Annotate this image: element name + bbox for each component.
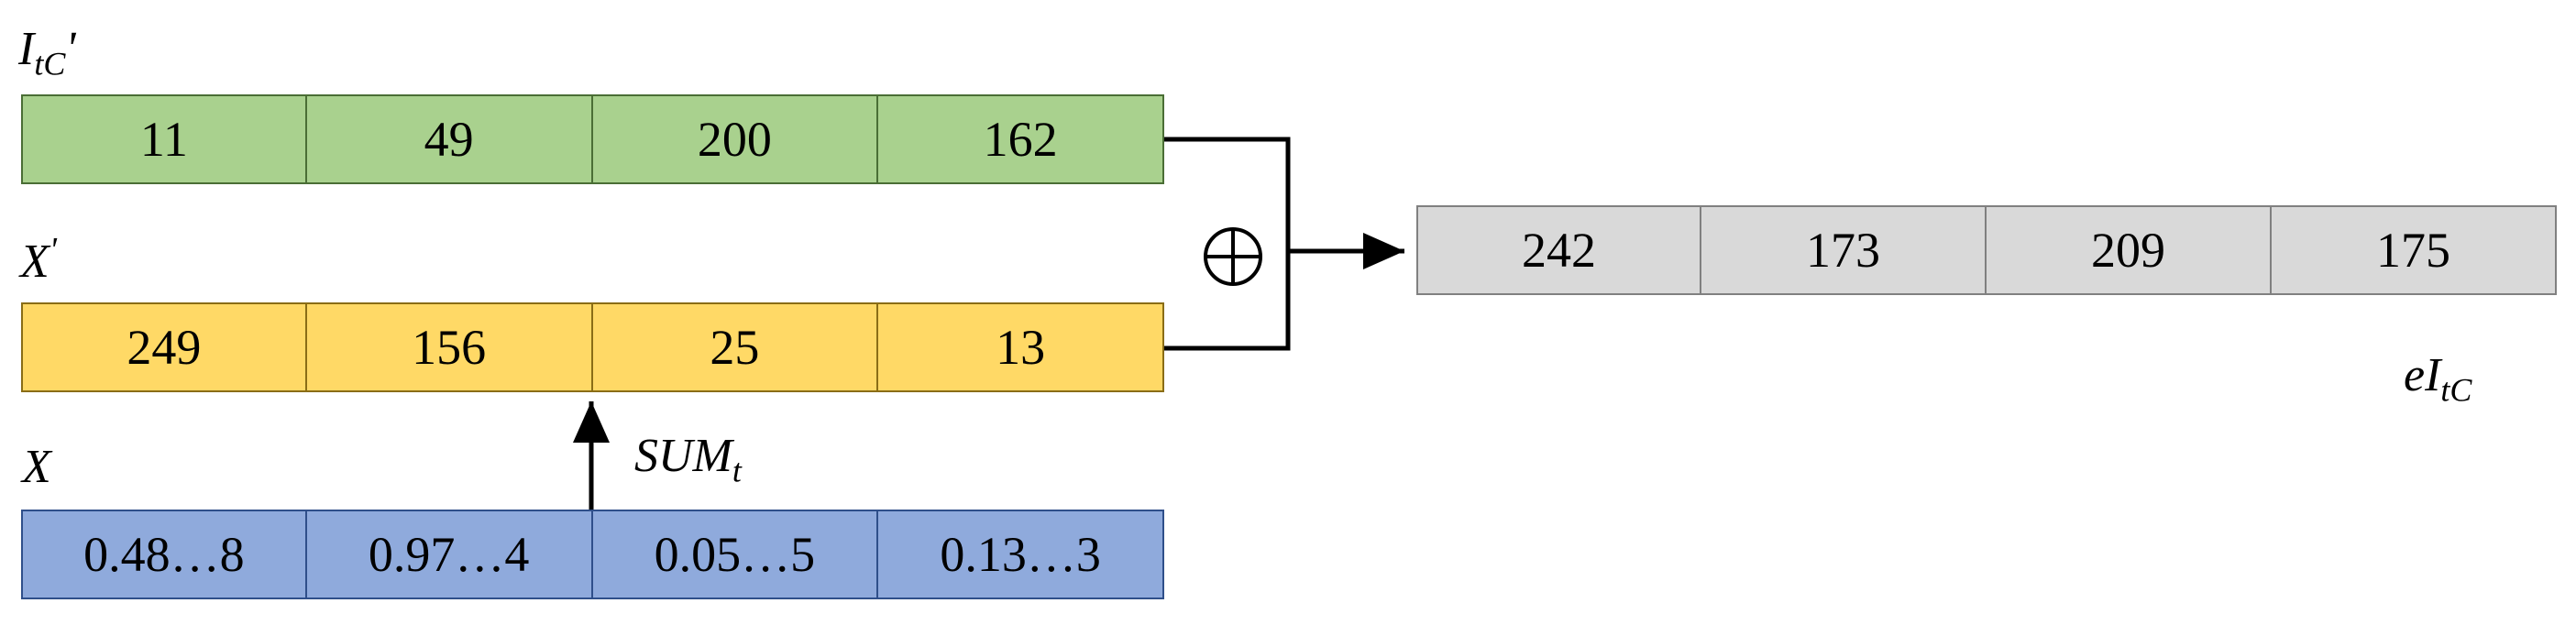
cell-itc-2: 200 (592, 94, 879, 184)
cell-xprime-1: 156 (306, 302, 593, 392)
cell-itc-1: 49 (306, 94, 593, 184)
cell-xprime-2: 25 (592, 302, 879, 392)
cell-out-0: 242 (1416, 205, 1701, 295)
cell-out-2: 209 (1987, 205, 2272, 295)
array-output-eitc: 242 173 209 175 (1416, 205, 2558, 295)
label-sum-t: SUMt (634, 430, 742, 489)
xor-icon (1204, 227, 1262, 286)
array-x: 0.48…8 0.97…4 0.05…5 0.13…3 (21, 510, 1164, 599)
array-itc-prime: 11 49 200 162 (21, 94, 1164, 184)
cell-x-0: 0.48…8 (21, 510, 307, 599)
cell-x-3: 0.13…3 (878, 510, 1164, 599)
label-itc-prime: ItC' (18, 23, 76, 82)
cell-xprime-3: 13 (878, 302, 1164, 392)
cell-out-3: 175 (2272, 205, 2557, 295)
cell-out-1: 173 (1701, 205, 1987, 295)
cell-xprime-0: 249 (21, 302, 307, 392)
label-x: X (22, 441, 51, 493)
cell-itc-0: 11 (21, 94, 307, 184)
wire-itc-to-xor (1164, 137, 1291, 251)
label-x-prime: X' (20, 231, 57, 289)
cell-itc-3: 162 (878, 94, 1164, 184)
label-output-eitc: eItC (2404, 349, 2472, 409)
wire-xprime-to-xor (1164, 251, 1291, 351)
array-x-prime: 249 156 25 13 (21, 302, 1164, 392)
cell-x-2: 0.05…5 (592, 510, 879, 599)
cell-x-1: 0.97…4 (306, 510, 593, 599)
